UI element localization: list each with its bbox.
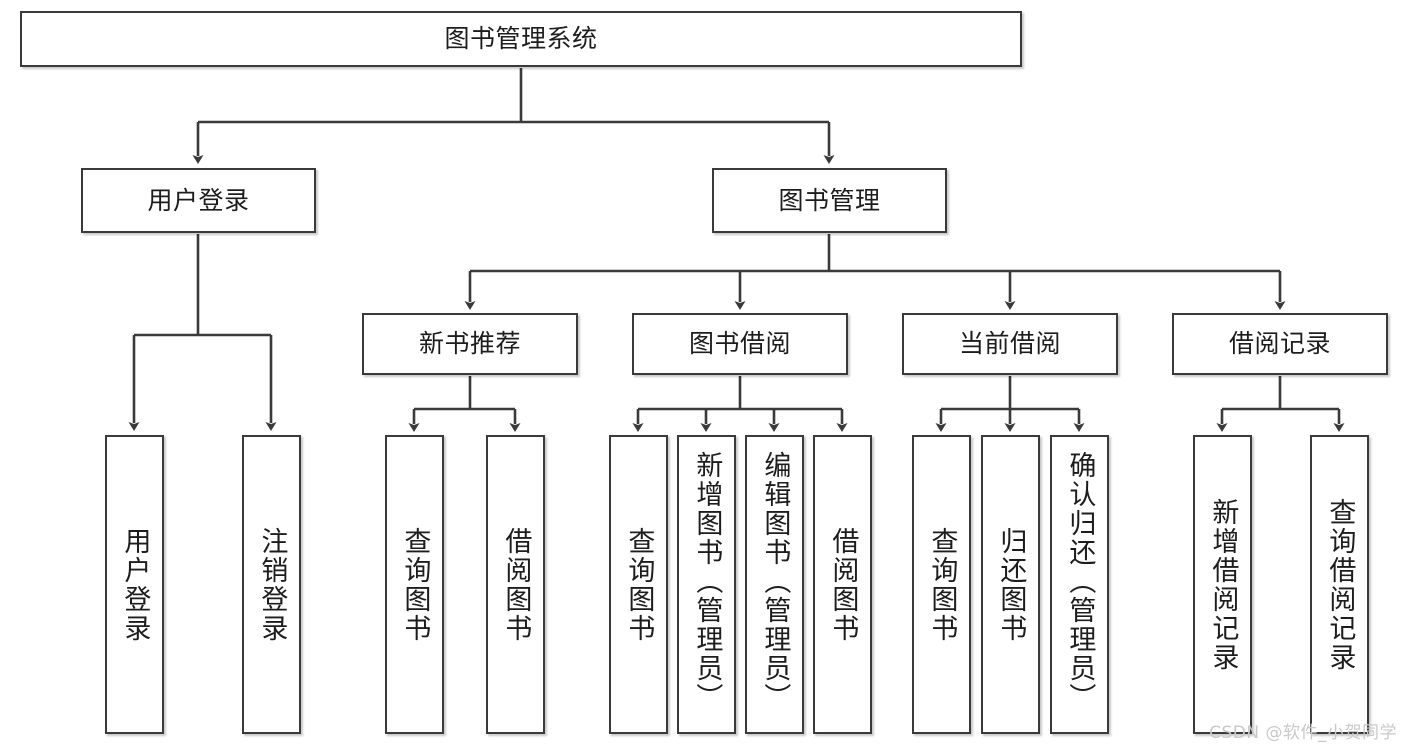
leaf-current-borrow-confirm[interactable]: 确认归还（管理员） [1050,435,1109,734]
leaf-book-borrow-query[interactable]: 查询图书 [609,435,668,734]
node-root[interactable]: 图书管理系统 [20,11,1022,67]
node-current-borrow[interactable]: 当前借阅 [902,313,1118,375]
leaf-current-borrow-return[interactable]: 归还图书 [981,435,1040,734]
node-new-book-recommend[interactable]: 新书推荐 [362,313,578,375]
node-user-login[interactable]: 用户登录 [81,168,316,233]
node-book-management-label: 图书管理 [778,185,881,215]
csdn-watermark: CSDN @软件_小贺同学 [1209,723,1397,743]
leaf-book-borrow-edit-label: 编辑图书（管理员） [759,451,791,712]
leaf-book-borrow-borrow[interactable]: 借阅图书 [813,435,872,734]
node-new-book-recommend-label: 新书推荐 [418,329,521,359]
leaf-borrow-record-add[interactable]: 新增借阅记录 [1193,435,1252,734]
leaf-new-book-borrow-label: 借阅图书 [500,526,532,643]
leaf-user-login-login[interactable]: 用户登录 [105,435,164,734]
node-user-login-label: 用户登录 [147,185,250,215]
leaf-book-borrow-borrow-label: 借阅图书 [827,526,859,643]
leaf-borrow-record-query-label: 查询借阅记录 [1324,497,1356,672]
leaf-book-borrow-add-label: 新增图书（管理员） [691,451,723,712]
leaf-new-book-borrow[interactable]: 借阅图书 [486,435,545,734]
leaf-new-book-query[interactable]: 查询图书 [385,435,444,734]
node-book-borrow[interactable]: 图书借阅 [632,313,848,375]
leaf-book-borrow-add[interactable]: 新增图书（管理员） [677,435,736,734]
leaf-current-borrow-return-label: 归还图书 [995,526,1027,643]
leaf-user-login-login-label: 用户登录 [119,526,151,643]
leaf-current-borrow-query-label: 查询图书 [926,526,958,643]
leaf-new-book-query-label: 查询图书 [399,526,431,643]
leaf-book-borrow-query-label: 查询图书 [623,526,655,643]
node-book-management[interactable]: 图书管理 [712,168,947,233]
leaf-user-login-logout[interactable]: 注销登录 [242,435,301,734]
leaf-borrow-record-query[interactable]: 查询借阅记录 [1310,435,1369,734]
node-borrow-record-label: 借阅记录 [1228,329,1331,359]
leaf-book-borrow-edit[interactable]: 编辑图书（管理员） [745,435,804,734]
leaf-borrow-record-add-label: 新增借阅记录 [1207,497,1239,672]
node-book-borrow-label: 图书借阅 [688,329,791,359]
leaf-current-borrow-query[interactable]: 查询图书 [912,435,971,734]
node-current-borrow-label: 当前借阅 [958,329,1061,359]
node-root-label: 图书管理系统 [444,24,598,54]
leaf-user-login-logout-label: 注销登录 [256,526,288,643]
node-borrow-record[interactable]: 借阅记录 [1172,313,1388,375]
leaf-current-borrow-confirm-label: 确认归还（管理员） [1064,451,1096,712]
